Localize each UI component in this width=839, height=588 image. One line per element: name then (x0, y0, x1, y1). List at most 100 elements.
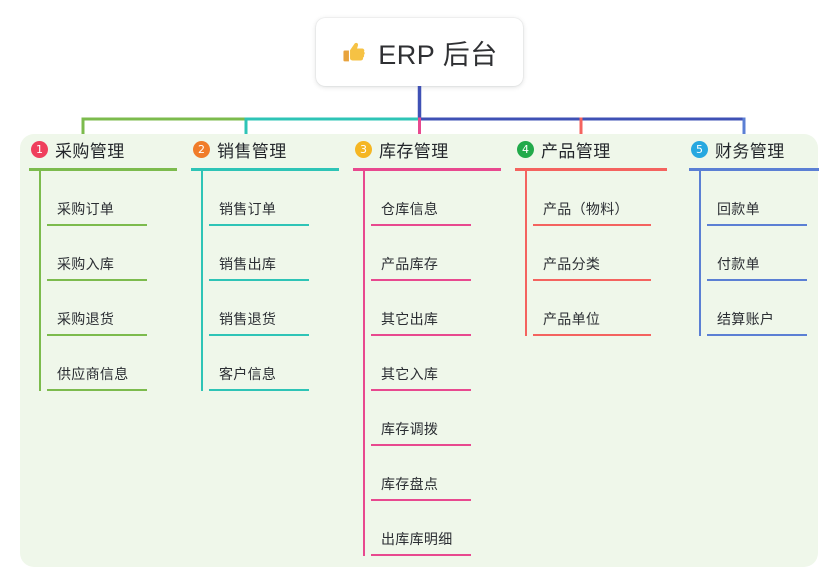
column-title-3: 库存管理 (379, 141, 449, 161)
list-item-label: 库存调拨 (381, 421, 439, 437)
list-item-rule (371, 224, 471, 226)
column-rule-2 (191, 168, 339, 171)
column-header-1[interactable]: 1 采购管理 (29, 134, 177, 164)
list-item[interactable]: 产品（物料） (533, 171, 667, 226)
list-item-label: 产品（物料） (543, 201, 629, 217)
list-item[interactable]: 付款单 (707, 226, 819, 281)
list-item-rule (209, 224, 309, 226)
list-item-label: 采购入库 (57, 256, 115, 272)
column-badge-5: 5 (691, 140, 708, 158)
column-title-5: 财务管理 (715, 141, 785, 161)
list-item-rule (371, 554, 471, 556)
list-item-rule (533, 334, 651, 336)
list-item-rule (209, 389, 309, 391)
column-title-1: 采购管理 (55, 141, 125, 161)
thumbs-up-icon (341, 39, 367, 65)
column-badge-1: 1 (31, 140, 48, 158)
column-title-2: 销售管理 (217, 141, 287, 161)
list-item-label: 回款单 (717, 201, 760, 217)
list-item-rule (371, 499, 471, 501)
list-item[interactable]: 销售订单 (209, 171, 339, 226)
list-item-label: 采购退货 (57, 311, 115, 327)
list-item-rule (707, 224, 807, 226)
list-item[interactable]: 采购入库 (47, 226, 177, 281)
list-item[interactable]: 供应商信息 (47, 336, 177, 391)
list-item-label: 库存盘点 (381, 476, 439, 492)
list-item-label: 销售出库 (219, 256, 277, 272)
list-item-rule (371, 444, 471, 446)
column-badge-4: 4 (517, 140, 534, 158)
column-badge-2: 2 (193, 140, 210, 158)
list-item-label: 付款单 (717, 256, 760, 272)
list-item[interactable]: 出库库明细 (371, 501, 501, 556)
list-item[interactable]: 库存盘点 (371, 446, 501, 501)
list-item[interactable]: 其它入库 (371, 336, 501, 391)
column-items-3: 仓库信息产品库存其它出库其它入库库存调拨库存盘点出库库明细 (353, 171, 501, 556)
column-header-3[interactable]: 3 库存管理 (353, 134, 501, 164)
list-item[interactable]: 产品单位 (533, 281, 667, 336)
list-item-rule (47, 279, 147, 281)
column-rule-1 (29, 168, 177, 171)
column-rule-5 (689, 168, 819, 171)
list-item-label: 结算账户 (717, 311, 775, 327)
list-item-label: 销售退货 (219, 311, 277, 327)
list-item[interactable]: 客户信息 (209, 336, 339, 391)
list-item-label: 出库库明细 (381, 531, 453, 547)
column-rule-3 (353, 168, 501, 171)
list-item[interactable]: 结算账户 (707, 281, 819, 336)
list-item-rule (371, 334, 471, 336)
column-badge-3: 3 (355, 140, 372, 158)
list-item-rule (47, 334, 147, 336)
list-item-label: 产品库存 (381, 256, 439, 272)
list-item-rule (209, 334, 309, 336)
column-spine-3 (363, 171, 365, 556)
column-spine-2 (201, 171, 203, 391)
column-1: 1 采购管理采购订单采购入库采购退货供应商信息 (29, 134, 177, 391)
list-item[interactable]: 产品分类 (533, 226, 667, 281)
column-3: 3 库存管理仓库信息产品库存其它出库其它入库库存调拨库存盘点出库库明细 (353, 134, 501, 556)
column-items-4: 产品（物料） 产品分类产品单位 (515, 171, 667, 336)
list-item-label: 客户信息 (219, 366, 277, 382)
list-item-rule (47, 224, 147, 226)
list-item[interactable]: 回款单 (707, 171, 819, 226)
list-item-label: 采购订单 (57, 201, 115, 217)
list-item[interactable]: 采购订单 (47, 171, 177, 226)
column-2: 2 销售管理销售订单销售出库销售退货客户信息 (191, 134, 339, 391)
list-item-label: 产品单位 (543, 311, 601, 327)
column-items-5: 回款单付款单结算账户 (689, 171, 819, 336)
list-item-label: 仓库信息 (381, 201, 439, 217)
column-spine-1 (39, 171, 41, 391)
root-title-text: ERP 后台 (378, 39, 498, 70)
column-items-2: 销售订单销售出库销售退货客户信息 (191, 171, 339, 391)
root-title-card[interactable]: ERP 后台 (316, 18, 523, 86)
column-header-4[interactable]: 4 产品管理 (515, 134, 667, 164)
column-header-2[interactable]: 2 销售管理 (191, 134, 339, 164)
column-spine-5 (699, 171, 701, 336)
list-item-rule (47, 389, 147, 391)
column-items-1: 采购订单采购入库采购退货供应商信息 (29, 171, 177, 391)
list-item[interactable]: 库存调拨 (371, 391, 501, 446)
list-item[interactable]: 销售出库 (209, 226, 339, 281)
diagram-panel: 1 采购管理采购订单采购入库采购退货供应商信息 2 销售管理销售订单销售出库销售退货客… (20, 134, 819, 567)
list-item-rule (209, 279, 309, 281)
list-item-rule (371, 389, 471, 391)
column-5: 5 财务管理回款单付款单结算账户 (689, 134, 819, 336)
list-item-label: 产品分类 (543, 256, 601, 272)
list-item-label: 供应商信息 (57, 366, 129, 382)
list-item-label: 其它出库 (381, 311, 439, 327)
column-title-4: 产品管理 (541, 141, 611, 161)
list-item-label: 销售订单 (219, 201, 277, 217)
list-item-rule (371, 279, 471, 281)
column-rule-4 (515, 168, 667, 171)
column-spine-4 (525, 171, 527, 336)
column-4: 4 产品管理产品（物料） 产品分类产品单位 (515, 134, 667, 336)
list-item-rule (533, 224, 651, 226)
list-item[interactable]: 采购退货 (47, 281, 177, 336)
list-item[interactable]: 仓库信息 (371, 171, 501, 226)
column-header-5[interactable]: 5 财务管理 (689, 134, 819, 164)
list-item[interactable]: 其它出库 (371, 281, 501, 336)
list-item[interactable]: 销售退货 (209, 281, 339, 336)
list-item-rule (533, 279, 651, 281)
list-item-rule (707, 334, 807, 336)
list-item[interactable]: 产品库存 (371, 226, 501, 281)
